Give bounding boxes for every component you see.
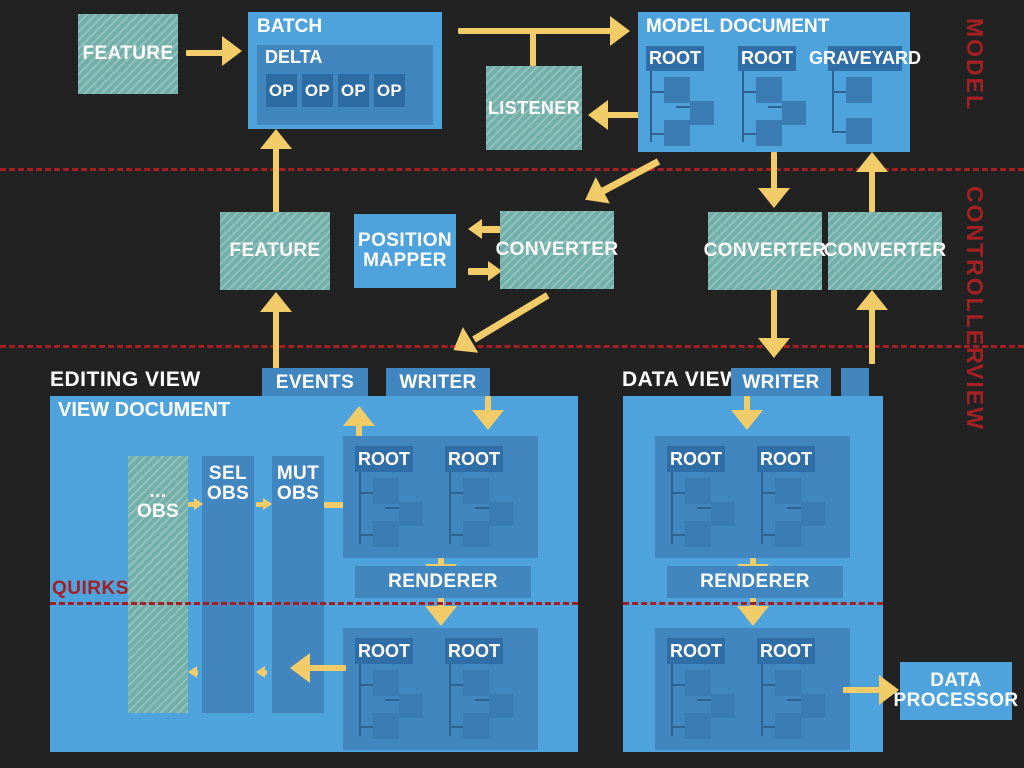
data-view-extra-box[interactable]: [841, 368, 869, 398]
quirks-label: QUIRKS: [52, 578, 129, 599]
data-processor-line2: PROCESSOR: [893, 690, 1019, 711]
position-mapper-line2: MAPPER: [363, 250, 447, 271]
band-label-controller: CONTROLLER: [962, 186, 988, 366]
tree-root-label: ROOT: [445, 446, 503, 472]
batch-box[interactable]: BATCH DELTA OP OP OP OP: [248, 12, 442, 129]
op-box[interactable]: OP: [302, 74, 333, 107]
tree-root-label: ROOT: [757, 638, 815, 664]
observer-line2: OBS: [206, 482, 250, 504]
data-view-panel[interactable]: ROOT ROOT: [623, 396, 883, 752]
separator-controller-view: [0, 345, 1024, 348]
delta-box[interactable]: DELTA OP OP OP OP: [257, 45, 433, 125]
observer-column-dots[interactable]: ... OBS: [128, 456, 188, 713]
quirks-separator-data: [623, 602, 883, 605]
editing-view-document-panel[interactable]: VIEW DOCUMENT ... OBS SEL OBS MUT OBS: [50, 396, 578, 752]
view-tree: ROOT: [355, 638, 441, 742]
band-label-model: MODEL: [962, 18, 988, 112]
tree-root-label: ROOT: [757, 446, 815, 472]
batch-label: BATCH: [257, 16, 323, 37]
view-document-title: VIEW DOCUMENT: [58, 399, 231, 421]
data-converter-down-box[interactable]: CONVERTER: [704, 212, 826, 290]
editing-events-box[interactable]: EVENTS: [262, 368, 368, 398]
listener-box[interactable]: LISTENER: [486, 66, 582, 150]
view-tree: ROOT: [445, 638, 531, 742]
tree-root-label: GRAVEYARD: [809, 46, 921, 71]
observer-line1: ...: [149, 481, 167, 502]
observer-line1: SEL: [208, 463, 248, 484]
data-processor-box[interactable]: DATA PROCESSOR: [894, 662, 1018, 720]
editing-upper-tree-panel[interactable]: ROOT ROOT: [343, 436, 538, 558]
observer-column-sel[interactable]: SEL OBS: [202, 456, 254, 713]
data-upper-tree-panel[interactable]: ROOT ROOT: [655, 436, 850, 558]
editing-converter-box[interactable]: CONVERTER: [496, 211, 618, 289]
quirks-separator-editing: [50, 602, 578, 605]
data-converter-up-box[interactable]: CONVERTER: [824, 212, 946, 290]
model-tree: ROOT: [646, 46, 726, 146]
model-feature-box[interactable]: FEATURE: [78, 14, 178, 94]
data-renderer-box[interactable]: RENDERER: [667, 566, 843, 598]
position-mapper-box[interactable]: POSITION MAPPER: [354, 214, 456, 288]
tree-root-label: ROOT: [667, 638, 725, 664]
view-tree: ROOT: [757, 638, 843, 742]
tree-root-label: ROOT: [355, 446, 413, 472]
observer-line2: OBS: [276, 482, 320, 504]
view-tree: ROOT: [445, 446, 531, 550]
view-tree: ROOT: [757, 446, 843, 550]
controller-feature-box[interactable]: FEATURE: [220, 212, 330, 290]
delta-label: DELTA: [265, 47, 323, 67]
band-label-view: VIEW: [962, 364, 988, 431]
tree-root-label: ROOT: [355, 638, 413, 664]
view-tree: ROOT: [667, 446, 753, 550]
model-tree: ROOT: [738, 46, 818, 146]
model-document-box[interactable]: MODEL DOCUMENT ROOT ROOT GRAVEYARD: [638, 12, 921, 152]
data-writer-box[interactable]: WRITER: [731, 368, 831, 398]
view-tree: ROOT: [667, 638, 753, 742]
tree-root-label: ROOT: [646, 46, 704, 71]
op-box[interactable]: OP: [374, 74, 405, 107]
editing-renderer-box[interactable]: RENDERER: [355, 566, 531, 598]
observer-line1: MUT: [276, 463, 320, 484]
observer-line2: OBS: [136, 500, 180, 522]
data-view-title: DATA VIEW: [622, 368, 741, 391]
tree-root-label: ROOT: [445, 638, 503, 664]
position-mapper-line1: POSITION: [358, 230, 452, 252]
model-document-title: MODEL DOCUMENT: [646, 16, 830, 37]
op-box[interactable]: OP: [266, 74, 297, 107]
op-box[interactable]: OP: [338, 74, 369, 107]
editing-writer-box[interactable]: WRITER: [386, 368, 490, 398]
view-tree: ROOT: [355, 446, 441, 550]
tree-root-label: ROOT: [738, 46, 796, 71]
data-lower-tree-panel[interactable]: ROOT ROOT: [655, 628, 850, 750]
tree-root-label: ROOT: [667, 446, 725, 472]
editing-view-title: EDITING VIEW: [50, 368, 201, 391]
model-tree-graveyard: GRAVEYARD: [809, 46, 921, 144]
data-processor-line1: DATA: [930, 670, 982, 692]
editing-lower-tree-panel[interactable]: ROOT ROOT: [343, 628, 538, 750]
separator-model-controller: [0, 168, 1024, 171]
